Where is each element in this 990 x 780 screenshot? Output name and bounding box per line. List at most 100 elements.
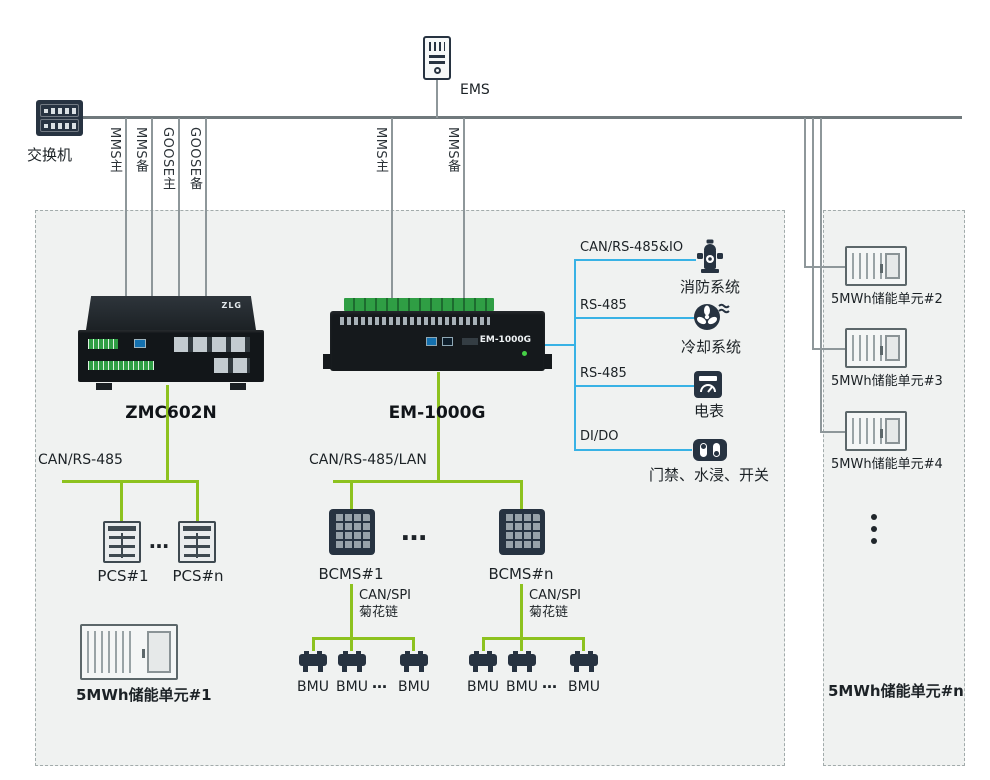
switch-label: 交换机 (27, 146, 73, 164)
meter-branch-line (574, 385, 694, 387)
em-link-label-mms-main: MMS主 (373, 127, 388, 173)
zmc-link-label-goose-backup: GOOSE备 (187, 127, 202, 191)
ems-label: EMS (460, 82, 490, 98)
mms-backup-line-zmc (151, 118, 153, 308)
zmc-fieldbus-drop-line (166, 385, 169, 482)
em-status-led (522, 351, 527, 356)
pcsn-label: PCS#n (172, 567, 224, 585)
meter-protocol-label: RS-485 (580, 366, 627, 381)
bmu-label: BMU (297, 679, 329, 695)
vertical-ellipsis-icon (871, 514, 877, 550)
goose-main-line (178, 118, 180, 308)
dido-protocol-label: DI/DO (580, 429, 619, 444)
meter-label: 电表 (694, 402, 725, 420)
chain2-bmu1-stub (482, 637, 485, 651)
pcs-ellipsis: … (149, 529, 169, 553)
goose-backup-line (205, 118, 207, 308)
bcms1-drop-line (350, 480, 353, 511)
pcs1-icon (103, 521, 141, 563)
zmc-link-label-mms-main: MMS主 (107, 127, 122, 173)
pcsn-drop-line (196, 480, 199, 523)
zmc-link-label-mms-backup: MMS备 (133, 127, 148, 173)
fire-branch-line (574, 259, 696, 261)
bmu-icon (469, 650, 497, 672)
bmu-ellipsis: … (372, 674, 387, 692)
energy-meter-icon (694, 371, 722, 398)
bcmsn-label: BCMS#n (488, 565, 554, 583)
toggle-switch-icon (693, 439, 727, 461)
chain2-bmu3-stub (582, 637, 585, 651)
chain1-bus-line (312, 637, 415, 640)
dido-devices-label: 门禁、水浸、开关 (649, 466, 770, 484)
cooling-protocol-label: RS-485 (580, 298, 627, 313)
bcms1-icon (329, 509, 375, 555)
storage-unit3-label: 5MWh储能单元#3 (831, 374, 943, 389)
bmu-label: BMU (506, 679, 538, 695)
pcs-bus-label: CAN/RS-485 (38, 452, 123, 468)
chain2-topology-label: 菊花链 (529, 605, 569, 620)
storage-unitn-label: 5MWh储能单元#n (828, 682, 964, 700)
bmu-label: BMU (398, 679, 430, 695)
bcmsn-icon (499, 509, 545, 555)
mms-backup-line-em (463, 118, 465, 310)
io-spine-line (574, 259, 576, 451)
fire-system-label: 消防系统 (680, 278, 741, 296)
chain1-protocol-label: CAN/SPI (359, 588, 411, 603)
pcsn-icon (178, 521, 216, 563)
chain1-bmu3-stub (412, 637, 415, 651)
storage-container-icon-3 (845, 328, 907, 368)
bcms-bus-line (333, 480, 523, 483)
bmu-icon (338, 650, 366, 672)
storage-unit4-branch-line (820, 431, 846, 433)
bmu-label: BMU (467, 679, 499, 695)
em-usb-port-2 (442, 337, 453, 346)
em-link-label-mms-backup: MMS备 (445, 127, 460, 173)
bcms-bus-label: CAN/RS-485/LAN (309, 452, 427, 468)
ems-server-icon (423, 36, 451, 80)
storage-unit2-link-line (804, 118, 806, 268)
zmc-usb-port (134, 339, 146, 348)
zmc-terminal-strip (88, 361, 154, 370)
chain2-spine-line (520, 584, 523, 640)
ems-link-line (436, 80, 438, 118)
storage-container-icon-4 (845, 411, 907, 451)
storage-container-icon-2 (845, 246, 907, 286)
chain2-bmu2-stub (520, 637, 523, 651)
storage-unit4-link-line (820, 118, 822, 433)
chain2-bus-line (482, 637, 585, 640)
bmu-ellipsis: … (542, 674, 557, 692)
zmc-link-label-goose-main: GOOSE主 (160, 127, 175, 191)
em-connector-strip (340, 317, 490, 325)
fire-hydrant-icon (697, 239, 723, 273)
chain2-protocol-label: CAN/SPI (529, 588, 581, 603)
em1000g-label: EM-1000G (388, 403, 486, 423)
dido-branch-line (574, 449, 692, 451)
chain1-topology-label: 菊花链 (359, 605, 399, 620)
em-fieldbus-drop-line (437, 372, 440, 482)
zmc602n-device: ZLG (78, 296, 264, 394)
em-sd-slot (462, 338, 478, 345)
bmu-icon (570, 650, 598, 672)
bmu-icon (299, 650, 327, 672)
mms-main-line-zmc (125, 118, 127, 308)
mms-main-line-em (391, 118, 393, 310)
chain1-bmu2-stub (350, 637, 353, 651)
bmu-label: BMU (568, 679, 600, 695)
em-usb-port (426, 337, 437, 346)
storage-units-panel (823, 210, 965, 766)
em-front-label: EM-1000G (479, 335, 531, 345)
em-terminal-blocks (344, 298, 494, 311)
pcs1-drop-line (120, 480, 123, 523)
bcms-ellipsis: … (401, 517, 427, 547)
cooling-branch-line (574, 317, 696, 319)
cooling-fan-icon (694, 303, 730, 330)
chain1-bmu1-stub (312, 637, 315, 651)
storage-unit4-label: 5MWh储能单元#4 (831, 457, 943, 472)
pcs1-label: PCS#1 (97, 567, 149, 585)
bmu-icon (508, 650, 536, 672)
storage-unit2-branch-line (804, 266, 846, 268)
em1000g-device: EM-1000G (323, 298, 552, 390)
zmc-ethernet-ports-2 (214, 358, 250, 373)
chain1-spine-line (350, 584, 353, 640)
